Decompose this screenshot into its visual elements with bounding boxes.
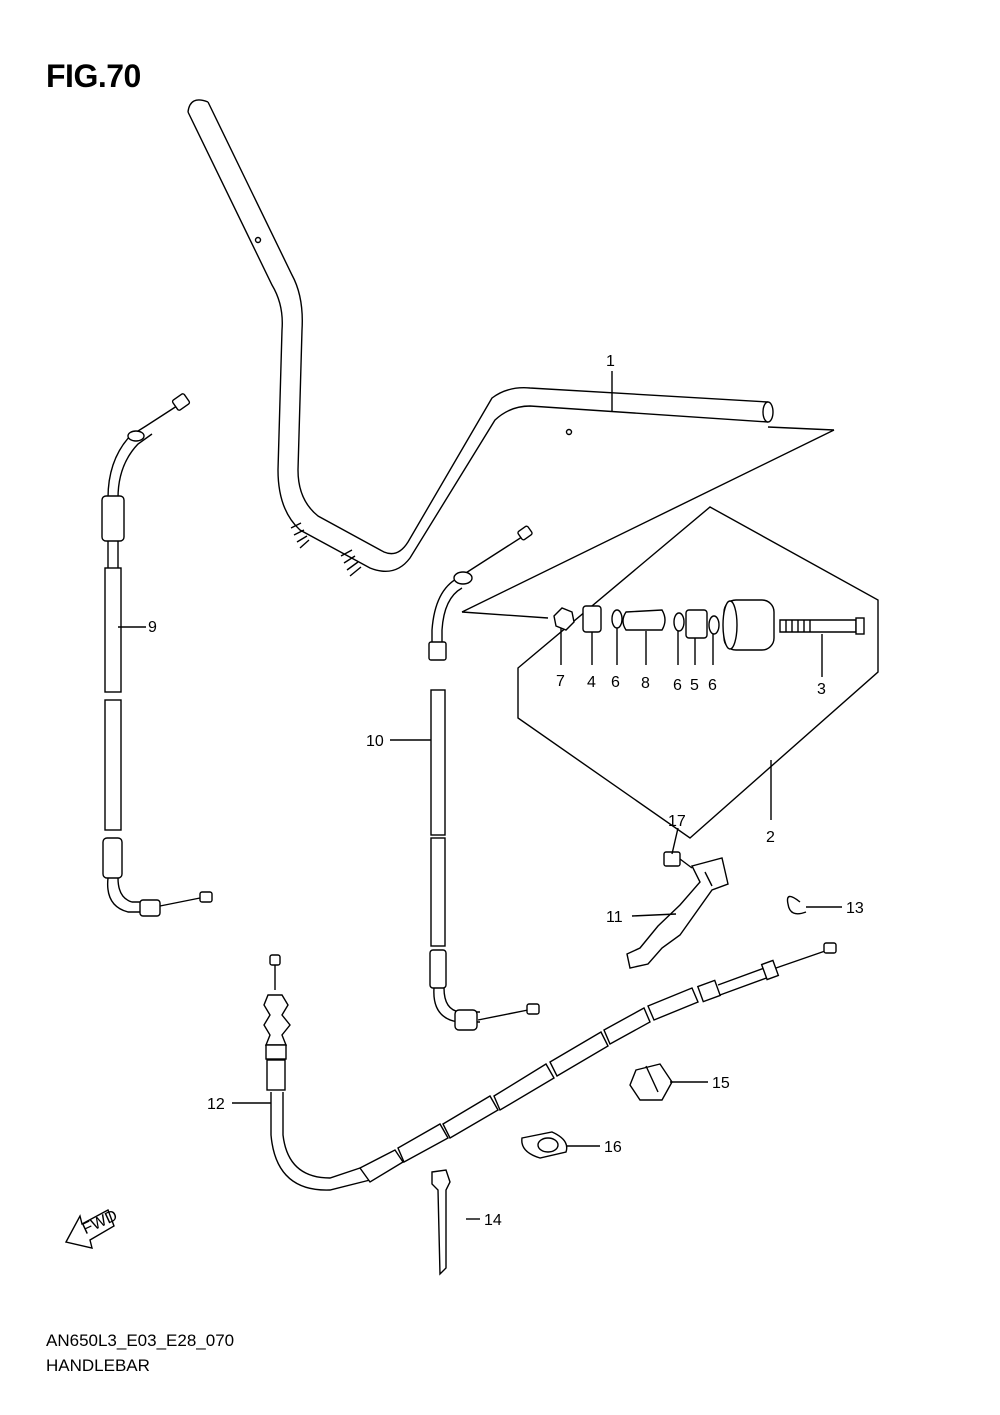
callout-10: 10: [366, 733, 384, 750]
callout-16: 16: [604, 1139, 622, 1156]
callout-2: 2: [766, 829, 775, 846]
callout-6a: 6: [611, 674, 620, 691]
clamp-16: [521, 1131, 568, 1159]
throttle-cable-10: [428, 525, 540, 1031]
figure-title: FIG.70: [46, 58, 141, 94]
cable-tie-14: [431, 1169, 451, 1276]
callout-15: 15: [712, 1075, 730, 1092]
callout-14: 14: [484, 1212, 502, 1229]
clamp-11: [626, 851, 729, 969]
callout-12: 12: [207, 1096, 225, 1113]
bar-end-assembly: [461, 426, 879, 839]
callout-1: 1: [606, 353, 615, 370]
callout-4: 4: [587, 674, 596, 691]
diagram-name: HANDLEBAR: [46, 1356, 150, 1375]
callout-5: 5: [690, 677, 699, 694]
clip-15: [629, 1063, 673, 1101]
callout-3: 3: [817, 681, 826, 698]
handlebar-part: [187, 99, 774, 577]
e-ring-13: [786, 895, 807, 915]
callout-8: 8: [641, 675, 650, 692]
callout-6b: 6: [673, 677, 682, 694]
throttle-cable-9: [101, 393, 213, 917]
clutch-cable-12: [263, 942, 837, 1191]
callout-17: 17: [668, 813, 686, 830]
diagram-code: AN650L3_E03_E28_070: [46, 1331, 235, 1350]
callout-6c: 6: [708, 677, 717, 694]
callout-9: 9: [148, 619, 157, 636]
callout-labels: 1 2 3 4 5 6 6 6 7 8 9 10 11 12 13 14 15 …: [148, 353, 864, 1229]
fwd-arrow-icon: FWD: [64, 1207, 120, 1249]
leader-lines: [118, 371, 842, 1220]
callout-13: 13: [846, 900, 864, 917]
callout-11: 11: [606, 909, 623, 926]
callout-7: 7: [556, 673, 565, 690]
